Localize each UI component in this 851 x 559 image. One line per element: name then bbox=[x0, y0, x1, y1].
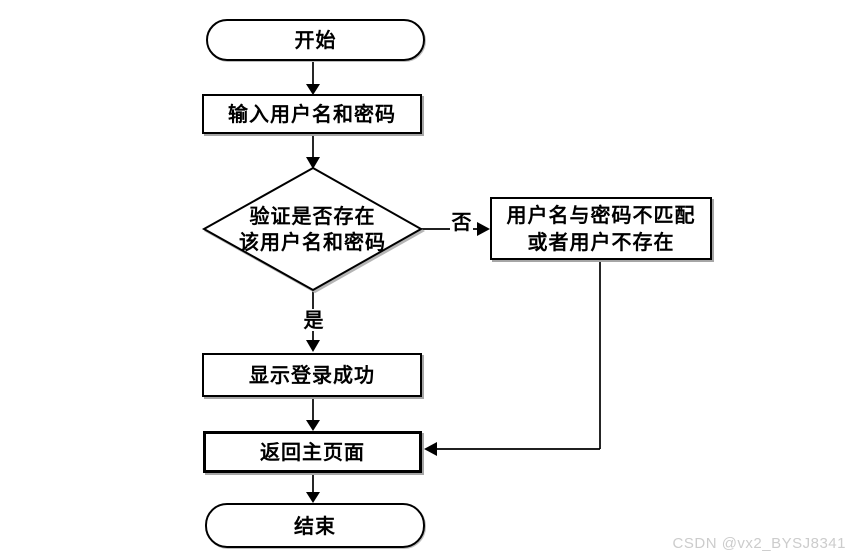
arrowheads bbox=[306, 84, 490, 503]
node-start-label: 开始 bbox=[294, 28, 337, 52]
node-error-message: 用户名与密码不匹配 或者用户不存在 bbox=[490, 197, 712, 260]
arrowhead-into-input bbox=[306, 84, 320, 95]
node-input-label: 输入用户名和密码 bbox=[228, 102, 396, 126]
arrowhead-into-error bbox=[477, 222, 490, 236]
edge-lines bbox=[312, 61, 601, 492]
node-start: 开始 bbox=[206, 19, 425, 61]
watermark: CSDN @vx2_BYSJ8341 bbox=[672, 535, 846, 552]
edge-label-no: 否 bbox=[450, 210, 473, 234]
node-login-success: 显示登录成功 bbox=[202, 353, 422, 397]
node-end: 结束 bbox=[205, 503, 425, 548]
node-verify-label-line1: 验证是否存在 bbox=[249, 204, 376, 228]
edge-label-yes: 是 bbox=[303, 308, 324, 332]
node-input-credentials: 输入用户名和密码 bbox=[202, 94, 422, 134]
node-return-label: 返回主页面 bbox=[260, 440, 365, 464]
arrowhead-into-return-right bbox=[424, 442, 437, 456]
node-error-label-line1: 用户名与密码不匹配 bbox=[506, 202, 696, 227]
arrowhead-into-verify bbox=[306, 157, 320, 169]
node-verify-decision: 验证是否存在 该用户名和密码 bbox=[204, 168, 421, 290]
arrowhead-into-end bbox=[306, 492, 320, 503]
decision-diamond-shape bbox=[201, 166, 424, 292]
arrowhead-into-success bbox=[306, 340, 320, 352]
node-verify-label-line2: 该用户名和密码 bbox=[239, 230, 386, 254]
node-success-label: 显示登录成功 bbox=[249, 363, 375, 387]
arrowhead-into-return-top bbox=[306, 420, 320, 431]
node-end-label: 结束 bbox=[294, 513, 336, 538]
node-return-main-page: 返回主页面 bbox=[203, 431, 422, 473]
node-error-label-line2: 或者用户不存在 bbox=[527, 229, 675, 254]
